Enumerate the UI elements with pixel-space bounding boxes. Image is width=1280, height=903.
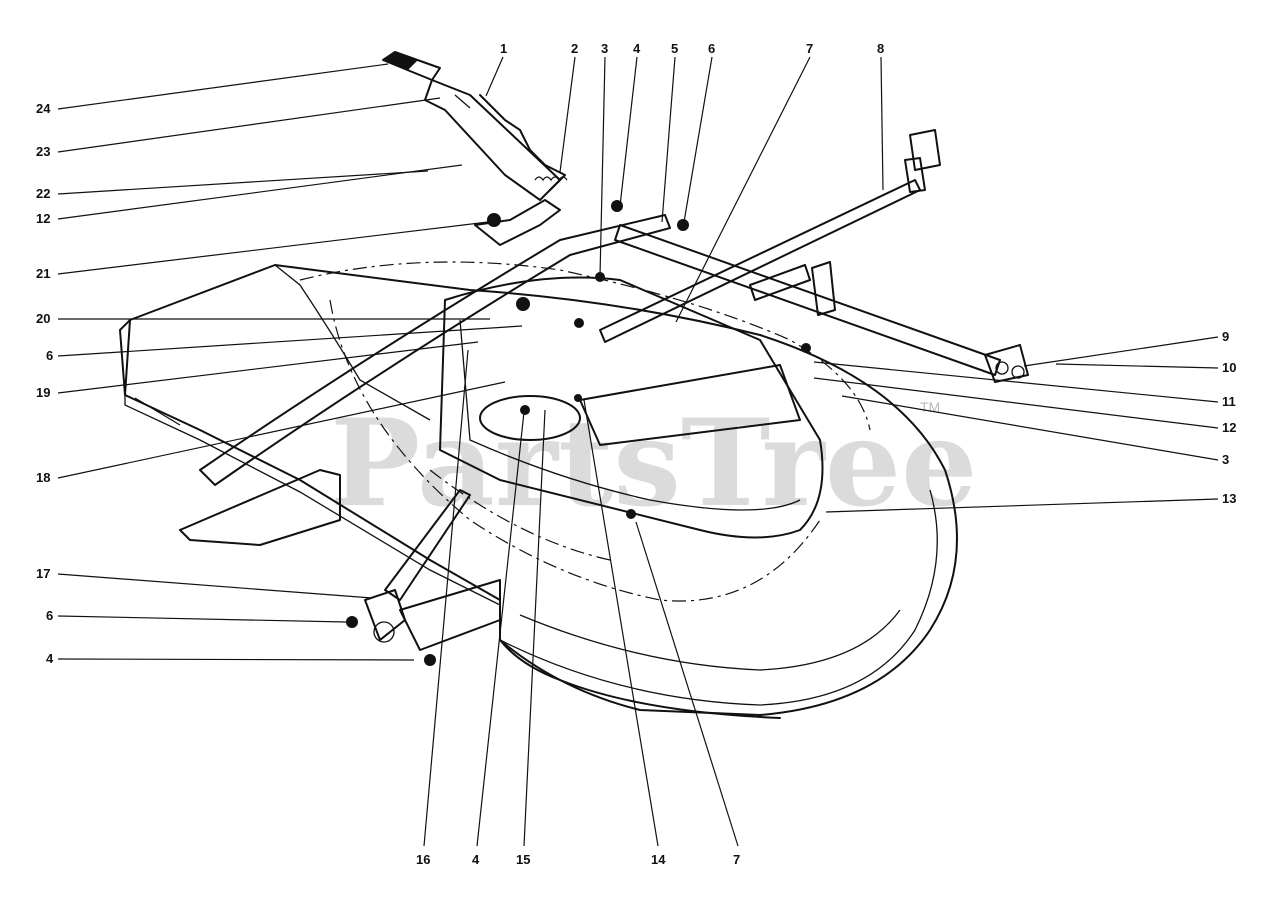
callout-23: 23 [36,144,50,159]
mower-deck [119,261,958,719]
callout-15: 15 [516,852,530,867]
callout-20: 20 [36,311,50,326]
callout-21: 21 [36,266,50,281]
callout-4-bottom: 4 [472,852,480,867]
callout-24: 24 [36,101,51,116]
lift-handle-assembly [179,51,1029,666]
callout-1: 1 [500,41,507,56]
callout-17: 17 [36,566,50,581]
callout-2: 2 [571,41,578,56]
callout-6-left-b: 6 [46,608,53,623]
callout-4-left: 4 [46,651,54,666]
callout-6: 6 [708,41,715,56]
callout-3-right: 3 [1222,452,1229,467]
callout-9: 9 [1222,329,1229,344]
callouts-right: 9 10 11 12 3 13 [813,329,1236,513]
callout-11: 11 [1222,394,1236,409]
watermark-trademark: TM [920,399,940,415]
callout-10: 10 [1222,360,1236,375]
callout-19: 19 [36,385,50,400]
callout-7-bottom: 7 [733,852,740,867]
callout-18: 18 [36,470,50,485]
callouts-bottom: 16 4 15 14 7 [416,349,740,867]
watermark-text: PartsTree [330,393,977,534]
callout-4: 4 [633,41,641,56]
callout-13: 13 [1222,491,1236,506]
callout-3: 3 [601,41,608,56]
callout-8: 8 [877,41,884,56]
callout-7: 7 [806,41,813,56]
callout-22: 22 [36,186,50,201]
callouts-top: 1 2 3 4 5 6 7 8 [485,41,884,323]
callout-16: 16 [416,852,430,867]
callout-6-left-a: 6 [46,348,53,363]
callout-12-right: 12 [1222,420,1236,435]
callout-5: 5 [671,41,678,56]
callouts-left: 24 23 22 12 21 20 6 19 18 17 6 4 [36,63,523,666]
callout-12-left: 12 [36,211,50,226]
callout-14: 14 [651,852,666,867]
